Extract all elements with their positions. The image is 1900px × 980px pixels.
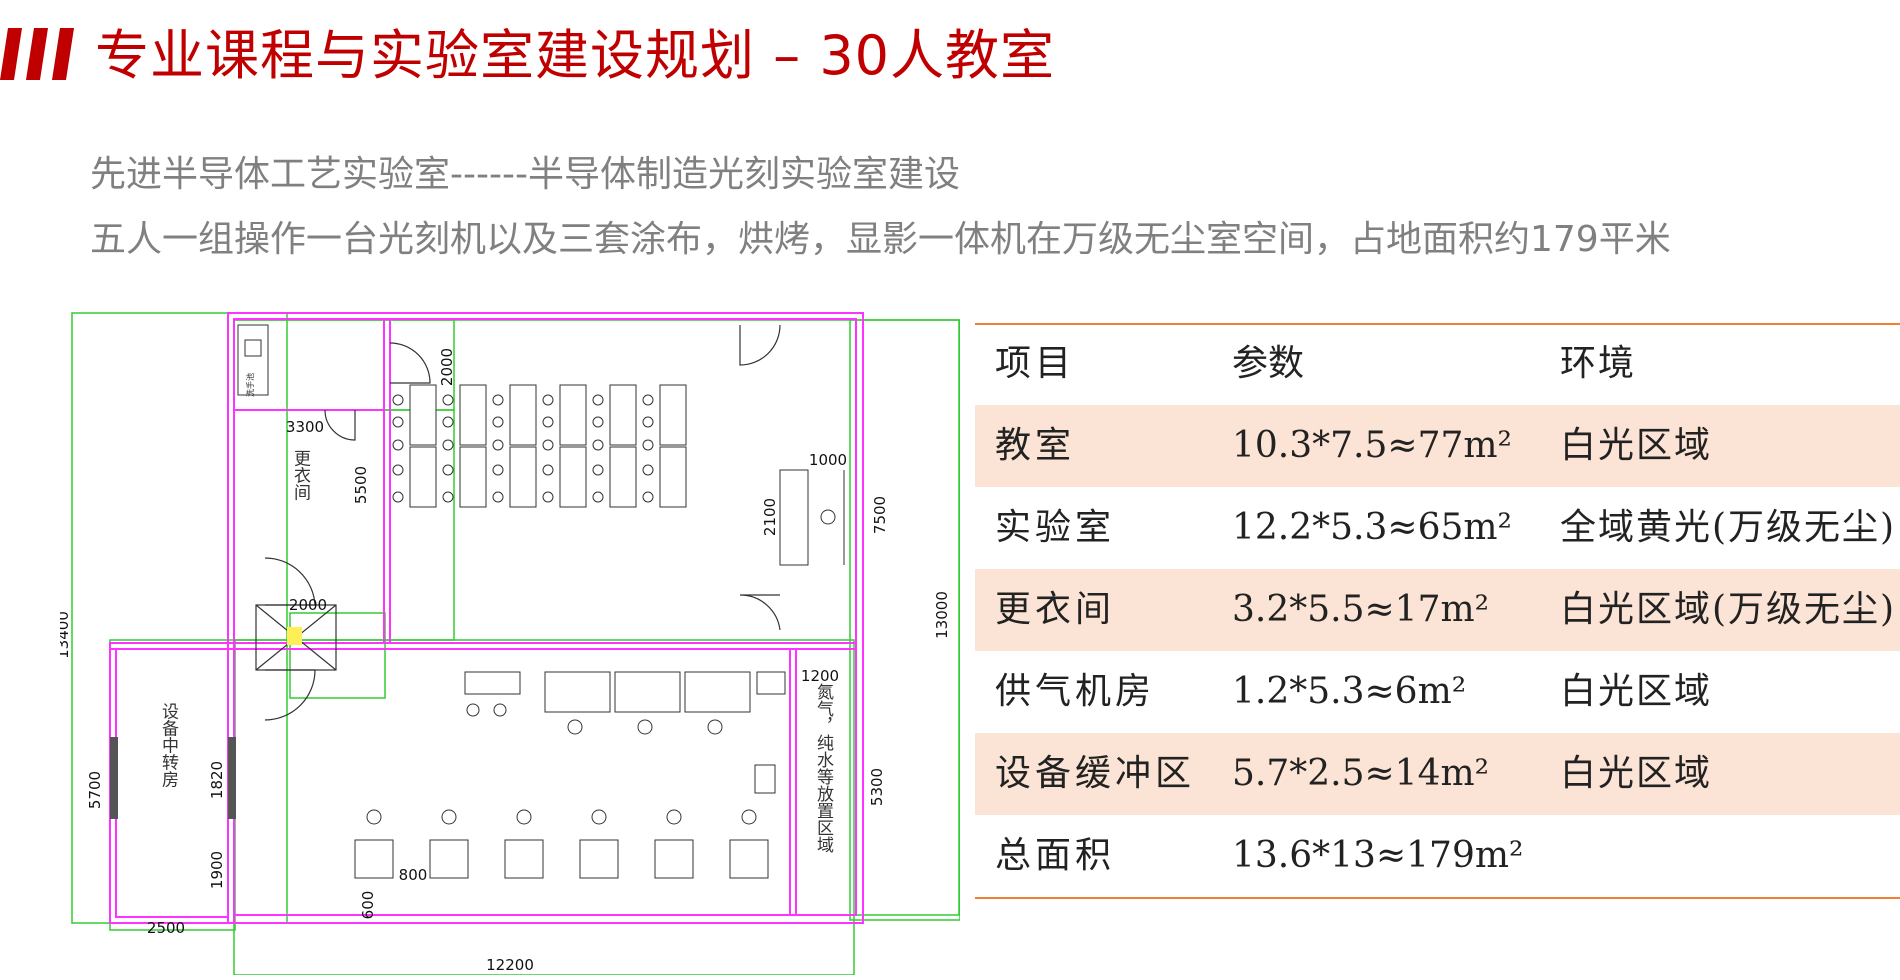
- label-gas-water-area: 氮气，纯水等放置区域: [813, 683, 834, 853]
- table-row: 更衣间 3.2*5.5≈17m² 白光区域(万级无尘): [975, 569, 1900, 651]
- dim-transfer-lower: 1900: [208, 851, 226, 889]
- subtitle-line-2: 五人一组操作一台光刻机以及三套涂布，烘烤，显影一体机在万级无尘室空间，占地面积约…: [90, 219, 1671, 260]
- table-header-row: 项目 参数 环境: [975, 323, 1900, 405]
- door-arcs: [264, 324, 781, 721]
- entry-door: [255, 604, 337, 671]
- wash-basin: 洗手池: [237, 324, 269, 397]
- dim-right-height: 13000: [933, 591, 951, 639]
- table-row: 实验室 12.2*5.3≈65m² 全域黄光(万级无尘): [975, 487, 1900, 569]
- dim-left-height: 5700: [86, 771, 104, 809]
- row-env: 全域黄光(万级无尘): [1560, 507, 1897, 548]
- row-param: 5.7*2.5≈14m²: [1232, 753, 1490, 794]
- dim-gas-height: 5300: [868, 768, 886, 806]
- transfer-shutters: [110, 737, 236, 819]
- aligner-units: [354, 764, 776, 879]
- row-env: 白光区域(万级无尘): [1560, 589, 1897, 630]
- row-param: 1.2*5.3≈6m²: [1232, 671, 1467, 712]
- header-item: 项目: [995, 343, 1076, 384]
- dim-podium-width: 1000: [809, 451, 847, 469]
- header-env: 环境: [1560, 343, 1637, 384]
- label-changing-room: 更衣间: [290, 450, 311, 502]
- svg-text:洗手池: 洗手池: [245, 373, 255, 397]
- dim-total-height: 13400: [60, 611, 72, 659]
- dim-machine-gap: 800: [399, 866, 428, 884]
- classroom-desks: [409, 384, 687, 508]
- spec-table: 项目 参数 环境 教室 10.3*7.5≈77m² 白光区域 实验室 12.2*…: [975, 323, 1900, 899]
- row-param: 10.3*7.5≈77m²: [1232, 425, 1512, 466]
- header-param: 参数: [1232, 343, 1305, 384]
- row-item: 教室: [995, 425, 1076, 466]
- dim-changing-width: 3300: [286, 418, 324, 436]
- dim-transfer-door: 1820: [208, 761, 226, 799]
- dim-gas-width: 1200: [801, 667, 839, 685]
- row-item: 实验室: [995, 507, 1116, 548]
- dim-door-width: 2000: [289, 596, 327, 614]
- table-row: 设备缓冲区 5.7*2.5≈14m² 白光区域: [975, 733, 1900, 815]
- title-slash-marks: [0, 28, 74, 80]
- lab-floor-plan: 洗手池: [60, 312, 960, 975]
- coater-units: [464, 671, 786, 735]
- row-param: 3.2*5.5≈17m²: [1232, 589, 1490, 630]
- row-item: 设备缓冲区: [995, 753, 1196, 794]
- row-env: 白光区域: [1560, 425, 1713, 466]
- row-item: 更衣间: [995, 589, 1116, 630]
- dim-left-bottom-width: 2500: [147, 919, 185, 937]
- row-env: 白光区域: [1560, 753, 1713, 794]
- row-item: 总面积: [995, 835, 1116, 876]
- plan-walls: [109, 312, 864, 924]
- dim-changing-height: 5500: [352, 466, 370, 504]
- table-row: 总面积 13.6*13≈179m²: [975, 815, 1900, 897]
- row-env: 白光区域: [1560, 671, 1713, 712]
- dim-podium-height: 2100: [761, 498, 779, 536]
- table-row: 供气机房 1.2*5.3≈6m² 白光区域: [975, 651, 1900, 733]
- podium: [779, 469, 845, 566]
- label-equipment-transfer: 设备中转房: [158, 702, 179, 788]
- row-item: 供气机房: [995, 671, 1156, 712]
- dim-bottom-width: 12200: [486, 956, 534, 974]
- row-param: 13.6*13≈179m²: [1232, 835, 1524, 876]
- dim-wash-height: 2000: [438, 348, 456, 386]
- page-title: 专业课程与实验室建设规划 – 30人教室: [95, 24, 1056, 87]
- classroom-chairs: [392, 394, 654, 503]
- dim-machine-depth: 600: [359, 891, 377, 920]
- dim-classroom-height: 7500: [871, 496, 889, 534]
- row-param: 12.2*5.3≈65m²: [1232, 507, 1512, 548]
- table-row: 教室 10.3*7.5≈77m² 白光区域: [975, 405, 1900, 487]
- subtitle-line-1: 先进半导体工艺实验室------半导体制造光刻实验室建设: [90, 154, 960, 195]
